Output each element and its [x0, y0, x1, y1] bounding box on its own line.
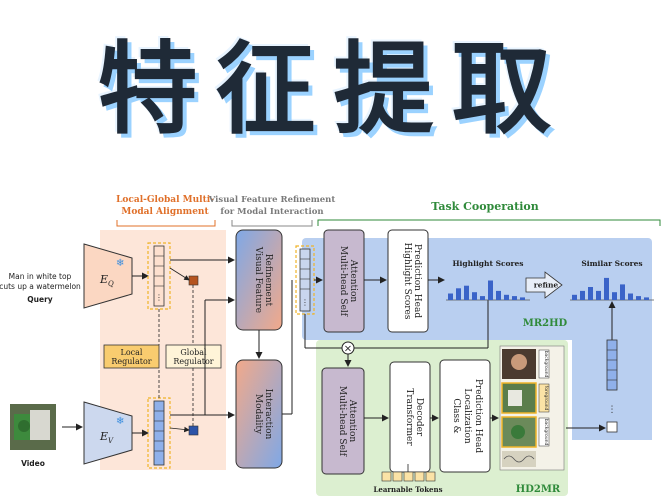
query-encoder-label: EQ: [99, 273, 114, 288]
learnable-tokens-label: Learnable Tokens: [373, 485, 442, 494]
similar-score-bar: [572, 294, 577, 300]
svg-text:⋮: ⋮: [155, 293, 163, 302]
similar-score-bars: [572, 277, 649, 300]
frame-tag-2-label: foreground: [543, 386, 549, 411]
global-regulator-label-1: Global: [180, 348, 207, 357]
clph-label-3: Prediction Head: [473, 379, 483, 453]
highlight-score-bar: [496, 290, 501, 300]
local-global-heading-2: Modal Alignment: [121, 207, 209, 217]
mr2hd-label: MR2HD: [523, 318, 568, 329]
highlight-score-bar: [480, 296, 485, 300]
hsph-label-2: Prediction Head: [412, 244, 422, 318]
highlight-prediction-head-block: [387, 229, 429, 333]
task-cooperation-brace: [317, 219, 661, 226]
right-token-column: ⋮: [606, 339, 618, 433]
highlight-scores-title: Highlight Scores: [452, 259, 523, 268]
global-video-token: [188, 425, 199, 436]
visual-refine-brace: [231, 220, 313, 227]
hd2mr-label: HD2MR: [516, 484, 561, 495]
snowflake-icon: ❄: [116, 416, 124, 427]
local-regulator-label-1: Local: [121, 348, 143, 357]
similar-score-bar: [588, 287, 593, 300]
visual-refine-heading-1: Visual Feature Refinement: [208, 195, 336, 205]
highlight-score-bar: [520, 297, 525, 300]
frame-tag-3: [538, 417, 550, 447]
multiply-icon: ×: [344, 344, 352, 355]
mhsa1-label-1: Multi-head Self: [338, 246, 348, 317]
local-regulator-label-2: Regulator: [111, 357, 151, 366]
learnable-token-row: [381, 471, 436, 482]
vfr-label-1: Visual Feature: [253, 246, 263, 313]
hsph-label-1: Highlight Scores: [402, 243, 412, 320]
mhsa2-label-2: Attention: [347, 399, 357, 443]
frame-tag-1: [538, 349, 550, 379]
similar-score-bar: [644, 297, 649, 300]
local-global-brace: [116, 220, 216, 227]
global-regulator-label-2: Regulator: [173, 357, 213, 366]
highlight-score-bar: [512, 296, 517, 300]
clph-label-1: Class &: [451, 398, 461, 433]
mhsa2-label-1: Multi-head Self: [337, 386, 347, 457]
snowflake-icon: ❄: [116, 258, 124, 269]
similar-score-bar: [596, 290, 601, 300]
query-text-line-1: Man in white top: [9, 272, 72, 281]
similar-score-bar: [636, 296, 641, 300]
video-encoder: [83, 401, 133, 465]
mhsa1-label-2: Attention: [348, 259, 358, 303]
query-encoder: [83, 243, 133, 309]
query-label: Query: [27, 295, 53, 304]
video-frame-strip: [499, 345, 565, 471]
video-pool-arrow: [169, 426, 190, 433]
query-pool-arrow: [169, 267, 190, 281]
class-localization-head-block: [439, 359, 491, 473]
highlight-score-bar: [456, 288, 461, 300]
mr2hd-self-attention-block: [323, 229, 365, 333]
similar-score-bar: [580, 290, 585, 300]
page-title: 特征提取: [97, 30, 570, 148]
td-label-1: Transformer: [404, 388, 414, 446]
vfr-label-2: Refinement: [263, 254, 273, 307]
local-global-heading-1: Local-Global Multi-: [116, 195, 214, 205]
highlight-score-bar: [472, 292, 477, 300]
similar-score-bar: [612, 292, 617, 300]
frame-tag-3-label: background: [543, 419, 549, 446]
query-token-column: ⋮: [147, 242, 171, 310]
highlight-score-bar: [464, 285, 469, 300]
svg-text:⋮: ⋮: [301, 298, 309, 307]
frame-tag-1-label: background: [543, 351, 549, 378]
title-banner: 特征提取: [0, 0, 667, 160]
video-encoder-label: EV: [99, 430, 114, 445]
svg-text:⋮: ⋮: [608, 405, 617, 415]
refine-arrow: [525, 271, 563, 299]
highlight-score-bar: [488, 280, 493, 300]
mi-label-2: Interaction: [263, 389, 273, 440]
similar-score-bar: [628, 293, 633, 300]
global-regulator: [165, 344, 222, 369]
task-cooperation-heading: Task Cooperation: [431, 200, 539, 213]
global-query-token: [188, 275, 199, 286]
refine-label: refine: [534, 281, 559, 290]
video-label: Video: [21, 459, 45, 468]
similar-score-bar: [620, 284, 625, 300]
td-label-2: Decoder: [414, 398, 424, 437]
highlight-score-bar: [504, 294, 509, 300]
similar-scores-title: Similar Scores: [581, 259, 642, 268]
frame-tag-2: [538, 383, 550, 413]
highlight-score-bars: [448, 280, 525, 300]
architecture-diagram: Local-Global Multi- Modal Alignment Visu…: [0, 195, 661, 496]
visual-refine-heading-2: for Modal Interaction: [220, 207, 323, 217]
hd2mr-self-attention-block: [321, 367, 365, 475]
local-regulator: [103, 344, 160, 369]
query-text-line-2: cuts up a watermelon: [0, 282, 81, 291]
similar-score-bar: [604, 277, 609, 300]
highlight-score-bar: [448, 293, 453, 300]
clph-label-2: Localization: [462, 388, 472, 444]
video-thumbnail: [10, 404, 56, 450]
mi-label-1: Modality: [253, 394, 263, 435]
